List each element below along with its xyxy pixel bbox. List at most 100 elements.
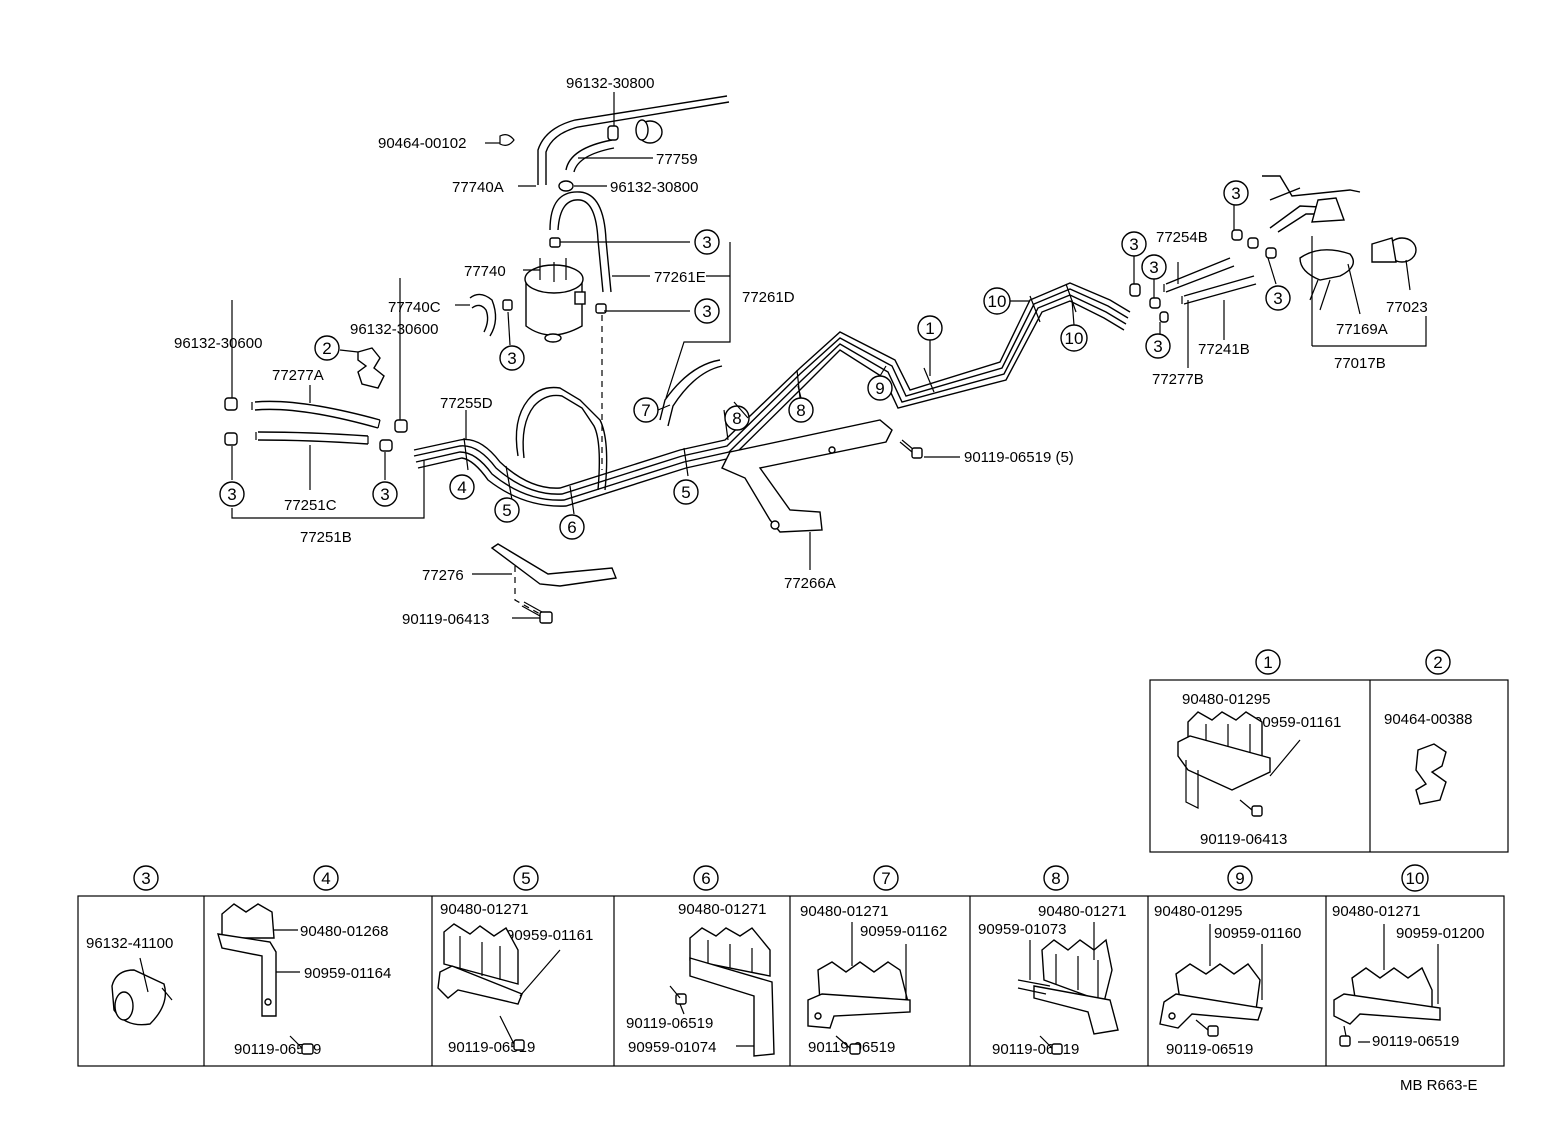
callout-10: 10 bbox=[1401, 864, 1429, 892]
detail-strip: 3 96132-41100 4 90480-01268 90959-01164 … bbox=[77, 864, 1505, 1067]
part-label: 90480-01271 bbox=[800, 903, 888, 920]
part-label: 90959-01162 bbox=[860, 923, 947, 940]
hose-77740c bbox=[469, 293, 497, 337]
callout-4: 4 bbox=[449, 474, 475, 500]
part-label: 90480-01268 bbox=[300, 923, 388, 940]
bracket-icon bbox=[1033, 985, 1119, 1035]
bolt-icon bbox=[1051, 1043, 1063, 1055]
part-label: 90959-01200 bbox=[1396, 925, 1484, 942]
svg-text:5: 5 bbox=[521, 869, 530, 888]
part-label: 96132-41100 bbox=[86, 935, 173, 952]
part-label: 77169A bbox=[1336, 321, 1388, 338]
pin-icon bbox=[499, 134, 515, 146]
clamp-icon bbox=[1129, 283, 1141, 297]
bracket-icon bbox=[689, 957, 775, 1057]
vent-pipe bbox=[537, 95, 728, 185]
callout-1: 1 bbox=[917, 315, 943, 341]
fuel-pump-assembly bbox=[1299, 249, 1354, 281]
svg-text:9: 9 bbox=[875, 379, 884, 398]
svg-text:3: 3 bbox=[1273, 289, 1282, 308]
callout-9: 9 bbox=[1227, 865, 1253, 891]
part-label: 90480-01271 bbox=[678, 901, 766, 918]
part-label: 96132-30800 bbox=[610, 179, 698, 196]
part-label: 90480-01271 bbox=[1038, 903, 1126, 920]
svg-text:1: 1 bbox=[925, 319, 934, 338]
svg-text:3: 3 bbox=[227, 485, 236, 504]
clamp-icon bbox=[224, 397, 238, 411]
callout-4: 4 bbox=[313, 865, 339, 891]
svg-text:3: 3 bbox=[141, 869, 150, 888]
bracket-77266a bbox=[721, 419, 893, 570]
svg-text:3: 3 bbox=[1153, 337, 1162, 356]
svg-text:8: 8 bbox=[796, 401, 805, 420]
clip-2-icon bbox=[1415, 743, 1447, 805]
svg-text:4: 4 bbox=[321, 869, 330, 888]
part-label: 90959-01160 bbox=[1214, 925, 1301, 942]
hose-77759 bbox=[565, 139, 613, 171]
callout-3: 3 bbox=[694, 229, 720, 255]
callout-3: 3 bbox=[1121, 231, 1147, 257]
callout-3: 3 bbox=[694, 298, 720, 324]
bolt-icon bbox=[849, 1043, 861, 1055]
part-label: 77276 bbox=[422, 567, 464, 584]
bolt-icon bbox=[301, 1043, 314, 1055]
svg-text:5: 5 bbox=[502, 501, 511, 520]
fuel-line bbox=[413, 282, 1131, 489]
callout-6: 6 bbox=[559, 514, 585, 540]
callout-3: 3 bbox=[1265, 285, 1291, 311]
svg-text:5: 5 bbox=[681, 483, 690, 502]
part-label: 90480-01271 bbox=[440, 901, 528, 918]
part-label: 90959-01164 bbox=[304, 965, 391, 982]
part-label: 90464-00388 bbox=[1384, 711, 1472, 728]
bracket-icon bbox=[1177, 735, 1271, 791]
part-label: 77740C bbox=[388, 299, 441, 316]
clamp-icon bbox=[394, 419, 408, 433]
bracket-icon bbox=[1159, 993, 1263, 1029]
callout-1: 1 bbox=[1255, 649, 1281, 675]
bracket-icon bbox=[807, 993, 911, 1029]
svg-text:8: 8 bbox=[1051, 869, 1060, 888]
svg-text:6: 6 bbox=[567, 518, 576, 537]
svg-text:3: 3 bbox=[1231, 184, 1240, 203]
svg-text:10: 10 bbox=[988, 292, 1007, 311]
part-label: 77241B bbox=[1198, 341, 1250, 358]
clamp-icon bbox=[1247, 237, 1259, 249]
callout-2: 2 bbox=[1425, 649, 1451, 675]
bracket-77276 bbox=[472, 543, 617, 624]
clamp-icon bbox=[558, 180, 574, 192]
callout-5: 5 bbox=[673, 479, 699, 505]
bracket-icon bbox=[437, 965, 523, 1005]
hose-77251c bbox=[257, 431, 369, 437]
callout-10: 10 bbox=[983, 287, 1011, 315]
part-label: 77255D bbox=[440, 395, 493, 412]
leaders-upper bbox=[455, 92, 731, 399]
callout-2: 2 bbox=[314, 335, 340, 361]
clamp-icon bbox=[1159, 311, 1169, 323]
part-label: 77023 bbox=[1386, 299, 1428, 316]
svg-text:7: 7 bbox=[881, 869, 890, 888]
part-label: 77740A bbox=[452, 179, 504, 196]
bolt-icon bbox=[1339, 1035, 1351, 1047]
hose-77254b bbox=[1165, 257, 1231, 285]
fuel-lines bbox=[413, 282, 1131, 515]
part-label: 77277B bbox=[1152, 371, 1204, 388]
callout-3: 3 bbox=[499, 345, 525, 371]
part-label: 77277A bbox=[272, 367, 324, 384]
part-labels: 96132-30800 90464-00102 77759 77740A 961… bbox=[174, 75, 1428, 628]
clamp-icon bbox=[607, 125, 619, 141]
footer-code: MB R663-E bbox=[1400, 1077, 1478, 1094]
part-label: 77266A bbox=[784, 575, 836, 592]
callout-9: 9 bbox=[867, 375, 893, 401]
callout-5: 5 bbox=[513, 865, 539, 891]
part-label: 77759 bbox=[656, 151, 698, 168]
clamp-2-icon bbox=[357, 347, 385, 389]
svg-text:3: 3 bbox=[702, 233, 711, 252]
clamp-icon bbox=[1231, 229, 1243, 241]
part-label: 90959-01074 bbox=[628, 1039, 716, 1056]
svg-text:3: 3 bbox=[702, 302, 711, 321]
callout-6: 6 bbox=[693, 865, 719, 891]
part-label: 77254B bbox=[1156, 229, 1208, 246]
svg-text:3: 3 bbox=[1129, 235, 1138, 254]
bracket-icon bbox=[1333, 993, 1441, 1025]
